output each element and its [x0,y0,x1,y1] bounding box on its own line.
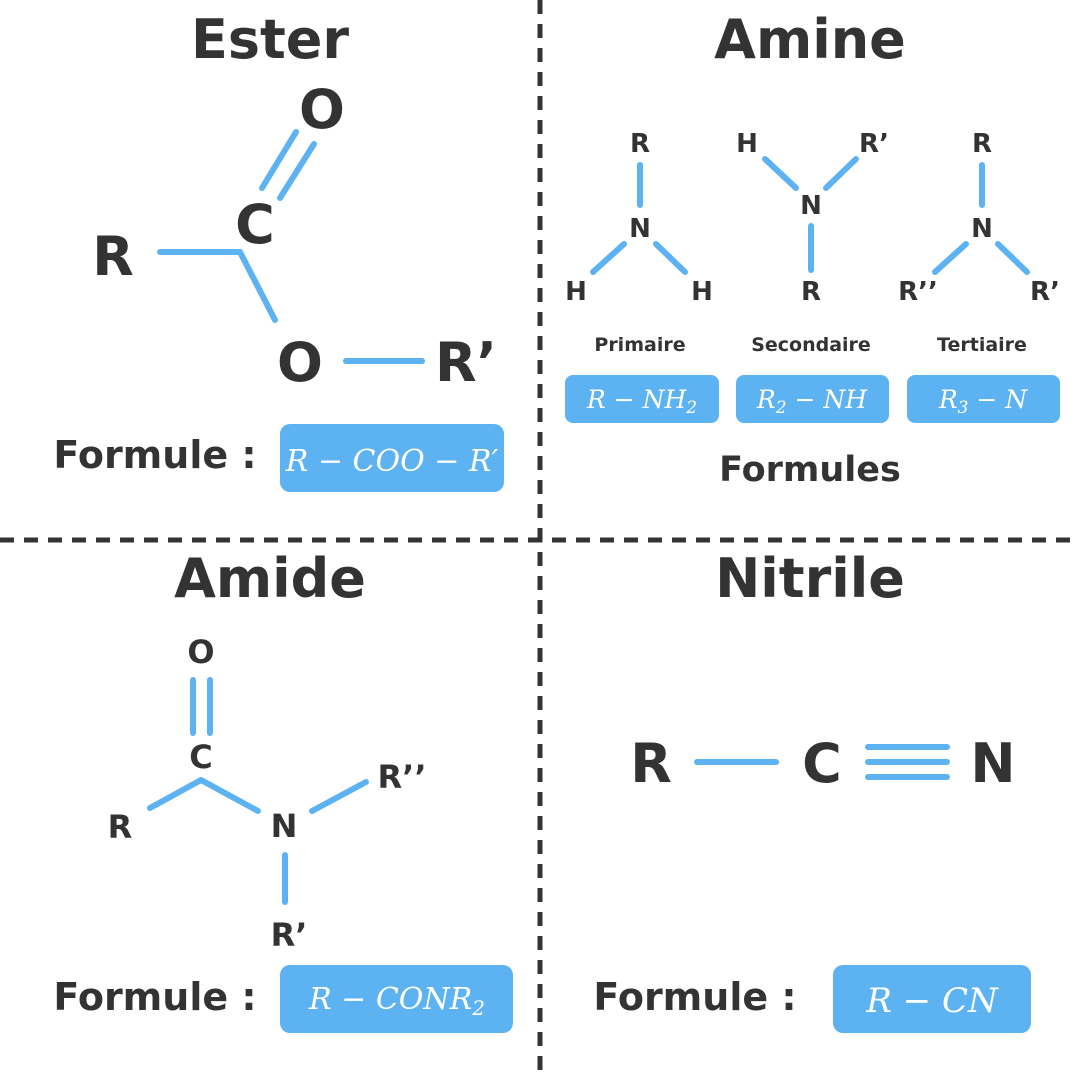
ester-formula-label: Formule : [53,433,256,477]
nitrile-atom-c: C [802,732,842,795]
amide-bond-r-c [147,777,204,811]
secondary-formula-box [736,375,889,423]
amine-tertiary: R N R’’ R’ Tertiaire R3 − N [898,129,1060,423]
ester-bond-c-o [237,249,278,323]
amine-primary: R N H H Primaire R − NH2 [565,129,719,423]
primary-atom-n: N [629,214,651,244]
secondary-formula-rest: − NH [787,385,869,414]
tertiary-formula-rest: − N [968,385,1028,414]
secondary-formula-sub: 2 [775,398,787,418]
amide-formula-box [280,965,513,1033]
amide-atom-r-prime: R’ [271,916,308,954]
tertiary-formula-sub: 3 [958,398,969,418]
amide-atom-n: N [271,807,298,845]
amide-title: Amide [174,547,366,610]
tertiary-formula-r: R [938,385,958,414]
amide-formula-main: R − CONR [308,982,472,1017]
secondary-bond-right [823,156,859,191]
ester-atom-r: R [92,225,134,288]
amine-panel: Amine R N H H Primaire R − NH2 H R’ N R … [565,8,1060,490]
ester-atom-c: C [235,193,275,256]
secondary-atom-right: R’ [859,129,889,159]
amide-atom-o: O [187,633,214,671]
amine-formulas-caption: Formules [719,450,901,490]
nitrile-formula: R − CN [865,981,999,1021]
nitrile-formula-label: Formule : [593,975,796,1019]
primary-atom-top: R [630,129,650,159]
amine-secondary: H R’ N R Secondaire R2 − NH [736,129,889,423]
primary-formula-box [565,375,719,423]
ester-panel: Ester R C O O R’ Formule : R − COO − R′ [53,8,504,492]
primary-atom-right: H [691,277,713,307]
amide-bonds [147,677,369,905]
ester-bonds [157,129,425,364]
secondary-formula-r: R [756,385,776,414]
nitrile-title: Nitrile [715,547,905,610]
tertiary-atom-top: R [972,129,992,159]
ester-formula: R − COO − R′ [285,444,499,479]
amide-formula: R − CONR2 [308,982,485,1020]
amide-atom-r-double-prime: R’’ [378,758,427,796]
amide-bond-c-n [198,777,261,814]
ester-title: Ester [191,8,349,71]
secondary-atom-left: H [736,129,758,159]
amide-atom-r: R [108,808,133,846]
amide-formula-label: Formule : [53,975,256,1019]
primary-formula-main: R − NH [586,385,688,414]
primary-bond-right [653,241,688,275]
amide-atom-c: C [189,738,212,776]
secondary-atom-n: N [800,191,822,221]
tertiary-bond-left [932,241,969,275]
amine-title: Amine [714,8,906,71]
amide-formula-sub: 2 [471,996,485,1020]
ester-double-bond-1 [259,129,299,191]
tertiary-formula: R3 − N [938,385,1028,418]
primary-formula-sub: 2 [685,398,697,418]
ester-formula-box [280,424,504,492]
secondary-formula: R2 − NH [756,385,868,418]
nitrile-formula-box [833,965,1031,1033]
tertiary-atom-n: N [971,214,993,244]
ester-double-bond-2 [277,141,317,201]
tertiary-atom-left: R’’ [898,277,938,307]
tertiary-bond-right [995,241,1030,275]
tertiary-formula-box [907,375,1060,423]
amide-bond-n-r2 [309,779,369,814]
nitrile-panel: Nitrile R C N Formule : R − CN [593,547,1031,1033]
ester-atom-o: O [277,331,323,394]
nitrile-atom-r: R [630,732,672,795]
primary-atom-left: H [565,277,587,307]
ester-atom-r-prime: R’ [435,331,497,394]
tertiary-label: Tertiaire [937,334,1027,356]
secondary-label: Secondaire [751,334,871,356]
secondary-bond-left [762,156,799,191]
nitrile-bonds [694,744,950,780]
tertiary-atom-right: R’ [1030,277,1060,307]
nitrile-atom-n: N [970,732,1015,795]
secondary-atom-bottom: R [801,277,821,307]
ester-atom-o-top: O [299,78,345,141]
amide-panel: Amide O C R N R’’ R’ Formule : R − CONR2 [53,547,513,1033]
primary-bond-left [590,241,627,275]
primary-formula: R − NH2 [586,385,697,418]
primary-label: Primaire [594,334,685,356]
